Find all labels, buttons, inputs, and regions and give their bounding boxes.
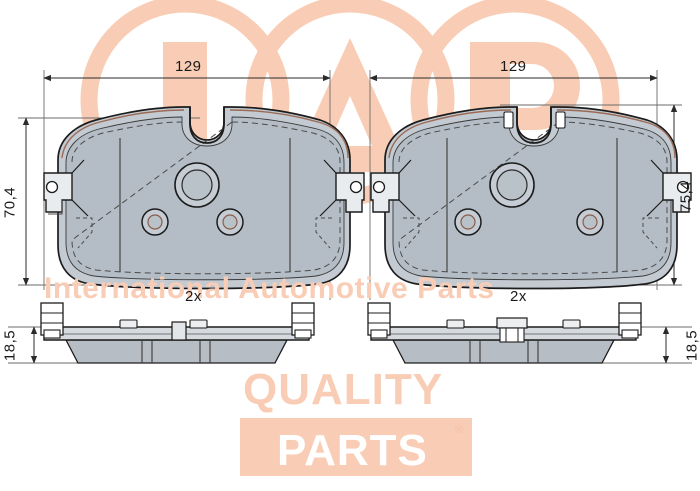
right-side-tab-1	[446, 319, 465, 329]
left-pad-ear-left	[43, 159, 93, 249]
right-pad-sensor-bracket	[503, 111, 566, 129]
left-side-tab-1	[119, 319, 138, 329]
dimension-label-right-thickness: 18,5	[683, 329, 700, 362]
watermark-parts-background	[240, 418, 472, 476]
right-side-clip-left	[367, 302, 391, 339]
dimension-label-right-height: 75,4	[677, 180, 695, 213]
left-pad-front-view	[43, 106, 365, 290]
right-pad-ear-right	[642, 159, 692, 249]
left-side-rib-lines	[141, 340, 211, 363]
left-side-tab-2	[189, 319, 208, 329]
left-pad-side-view	[40, 302, 315, 364]
quantity-label-left: 2x	[185, 288, 202, 305]
left-pad-dashed-contour	[71, 121, 341, 275]
right-pad-center-hole-inner	[496, 169, 528, 201]
watermark-parts: PARTS	[277, 426, 428, 475]
right-pad-small-hole-left-inner	[460, 214, 476, 230]
right-side-backing-body	[391, 339, 616, 364]
right-side-clip-right	[618, 302, 642, 339]
left-pad-center-hole-inner	[181, 169, 213, 201]
left-side-clip-left	[40, 302, 64, 339]
left-side-backing-body	[64, 339, 289, 364]
right-pad-backing-plate	[392, 116, 672, 281]
left-side-clip-right	[291, 302, 315, 339]
left-pad-small-hole-left-inner	[147, 214, 163, 230]
right-side-sensor-bracket	[496, 317, 528, 343]
watermark-tagline: International Automotive Parts	[44, 272, 495, 305]
dimension-label-left-height: 70,4	[1, 186, 19, 219]
right-pad-crown-notch	[516, 107, 552, 144]
right-pad-ear-left	[370, 159, 420, 249]
right-pad-dashed-contour	[398, 121, 668, 275]
dimension-label-right-width: 129	[500, 58, 527, 75]
watermark-registered-mark: ®	[455, 424, 464, 436]
right-side-rib-lines	[469, 340, 539, 363]
left-pad-crown-notch	[189, 107, 225, 144]
right-pad-small-hole-right-inner	[582, 214, 598, 230]
left-pad-ear-right	[315, 159, 365, 249]
watermark-quality: QUALITY	[243, 365, 444, 414]
quantity-label-right: 2x	[510, 288, 527, 305]
right-pad-chamfer-edge	[388, 109, 676, 159]
dimension-label-left-width: 129	[175, 58, 202, 75]
left-side-center-post	[171, 321, 187, 341]
left-pad-chamfer-edge	[61, 109, 349, 159]
right-side-tab-2	[562, 319, 581, 329]
left-pad-small-hole-right-inner	[222, 214, 238, 230]
dimension-label-left-thickness: 18,5	[1, 329, 19, 362]
right-pad-side-view	[367, 302, 642, 364]
right-pad-front-view	[370, 106, 692, 290]
